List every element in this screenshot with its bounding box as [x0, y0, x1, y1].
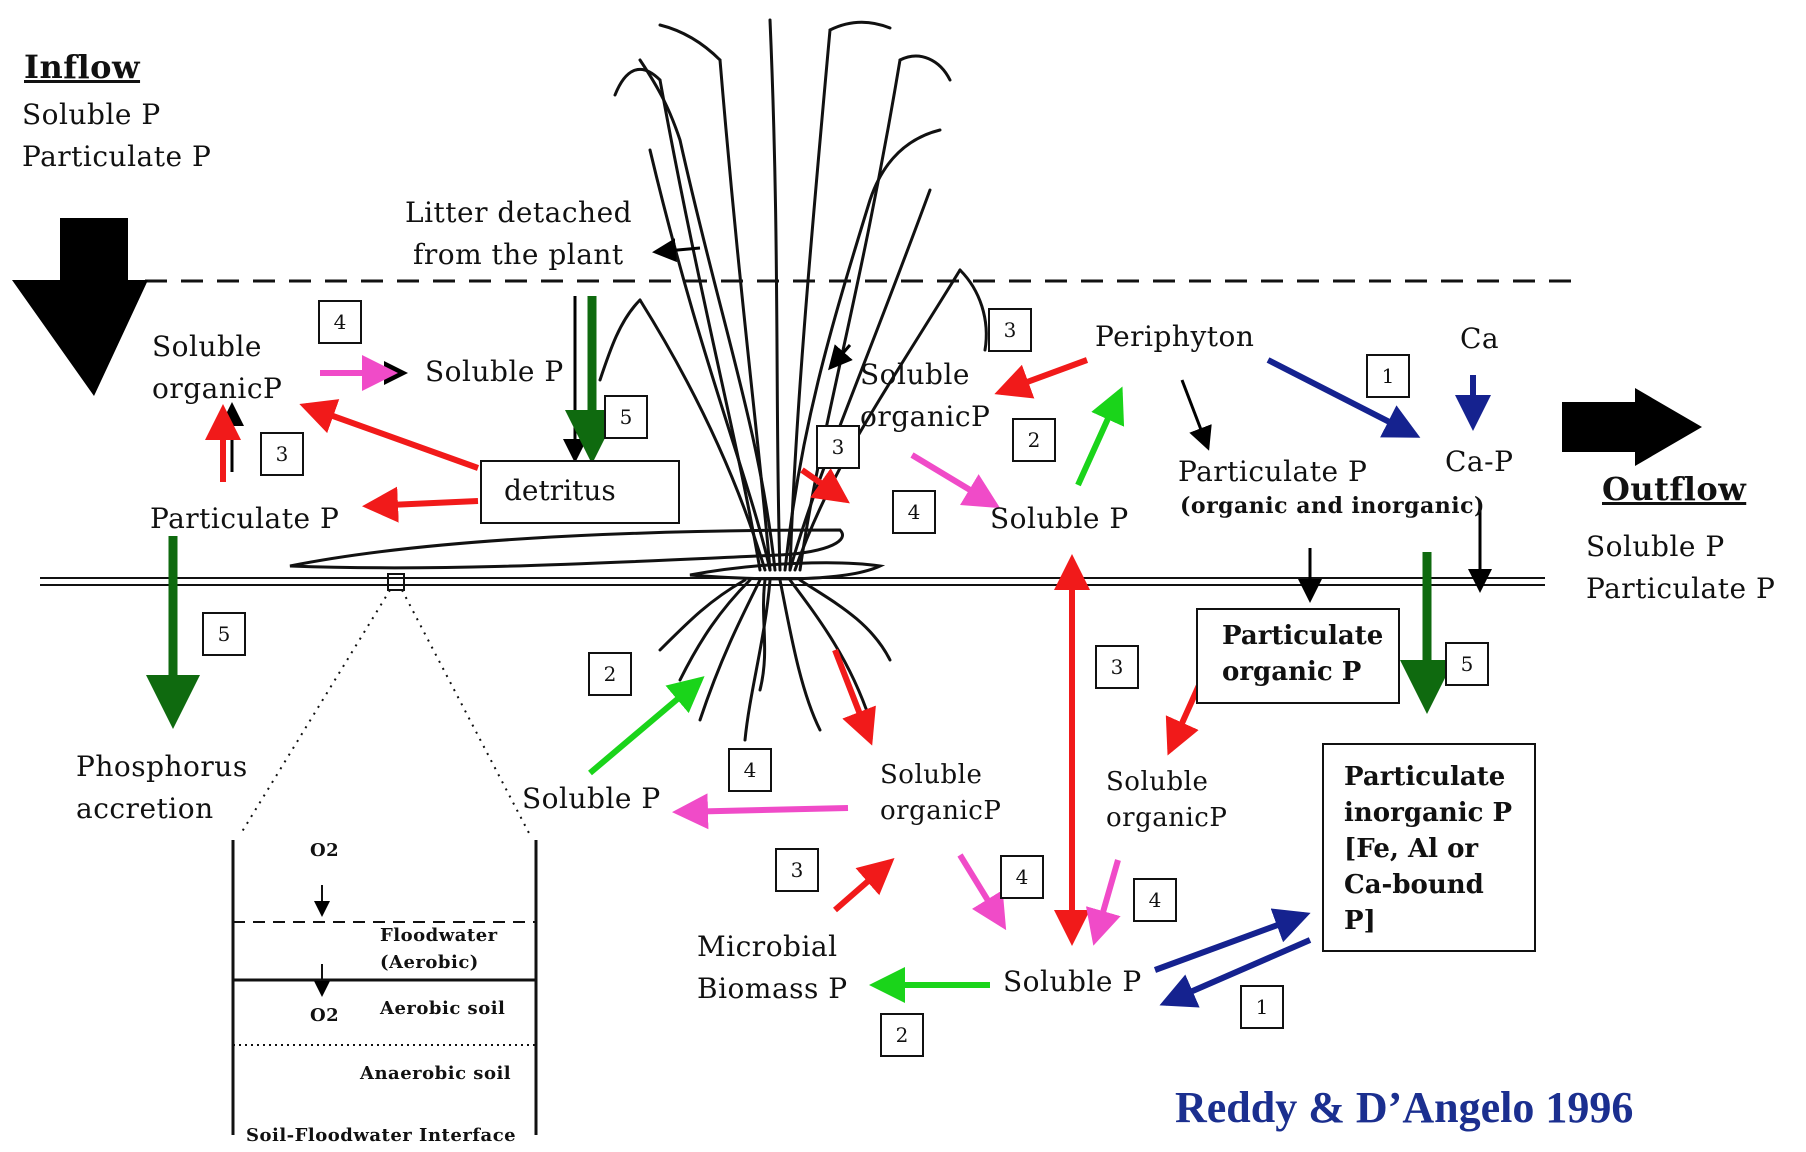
soluble-organic-p-root-2: organicP [880, 796, 1002, 826]
soil-interface-inset [231, 573, 538, 1135]
inset-anaerobic-soil: Anaerobic soil [360, 1063, 512, 1084]
process-number: 4 [892, 490, 936, 534]
process-number: 2 [588, 652, 632, 696]
blue-arrows [1153, 357, 1491, 1008]
process-number: 4 [728, 748, 772, 792]
particulate-inorganic-p-3: [Fe, Al or [1344, 834, 1479, 864]
soluble-organic-p-left-1: Soluble [152, 330, 262, 363]
outflow-soluble-p: Soluble P [1586, 530, 1725, 563]
process-number: 5 [202, 612, 246, 656]
soluble-organic-p-mid-2: organicP [860, 400, 991, 433]
particulate-p-right: Particulate P [1178, 455, 1368, 488]
process-number: 3 [260, 432, 304, 476]
inset-o2-top: O2 [310, 840, 340, 861]
microbial-biomass-1: Microbial [697, 930, 838, 963]
process-number: 3 [775, 848, 819, 892]
litter-line-1: Litter detached [405, 196, 633, 229]
ca-p-label: Ca-P [1445, 445, 1514, 478]
inset-floodwater-1: Floodwater [380, 925, 498, 946]
soluble-organic-p-left-2: organicP [152, 372, 283, 405]
soluble-organic-p-right-1: Soluble [1106, 767, 1209, 797]
soluble-organic-p-root-1: Soluble [880, 760, 983, 790]
pink-arrows [320, 355, 1121, 946]
particulate-organic-p-1: Particulate [1222, 621, 1384, 651]
process-number: 5 [604, 395, 648, 439]
outflow-arrow [1562, 388, 1702, 466]
process-number: 1 [1240, 985, 1284, 1029]
red-arrows [205, 357, 1203, 946]
soluble-p-left-soil: Soluble P [522, 782, 661, 815]
inset-caption: Soil-Floodwater Interface [246, 1125, 517, 1146]
soluble-organic-p-right-2: organicP [1106, 803, 1228, 833]
process-number: 2 [1012, 418, 1056, 462]
litter-line-2: from the plant [413, 238, 624, 271]
outflow-title: Outflow [1602, 470, 1747, 508]
process-number: 3 [1095, 645, 1139, 689]
inset-aerobic-soil: Aerobic soil [380, 998, 506, 1019]
particulate-inorganic-p-box: Particulate inorganic P [Fe, Al or Ca-bo… [1322, 743, 1536, 952]
process-number: 2 [880, 1013, 924, 1057]
soluble-p-top: Soluble P [425, 355, 564, 388]
process-number: 3 [988, 308, 1032, 352]
process-number: 4 [1000, 855, 1044, 899]
plant-illustration [289, 18, 988, 742]
particulate-inorganic-p-1: Particulate [1344, 762, 1506, 792]
process-number: 3 [816, 425, 860, 469]
particulate-inorganic-p-4: Ca-bound [1344, 870, 1484, 900]
phosphorus-accretion-2: accretion [76, 792, 214, 825]
inflow-arrow [12, 218, 148, 396]
periphyton-label: Periphyton [1095, 320, 1255, 353]
particulate-p-right-note: (organic and inorganic) [1180, 493, 1485, 519]
soluble-p-bottom: Soluble P [1003, 965, 1142, 998]
light-green-arrows [588, 386, 1125, 1003]
inflow-soluble-p: Soluble P [22, 98, 161, 131]
process-number: 1 [1366, 354, 1410, 398]
soluble-p-mid: Soluble P [990, 502, 1129, 535]
dark-green-arrows [146, 296, 1454, 729]
process-number: 4 [318, 300, 362, 344]
detritus-box: detritus [480, 460, 680, 524]
inflow-particulate-p: Particulate P [22, 140, 212, 173]
particulate-p-left: Particulate P [150, 502, 340, 535]
phosphorus-accretion-1: Phosphorus [76, 750, 248, 783]
inset-floodwater-2: (Aerobic) [380, 952, 479, 973]
inset-o2-bottom: O2 [310, 1005, 340, 1026]
soluble-organic-p-mid-1: Soluble [860, 358, 970, 391]
citation: Reddy & D’Angelo 1996 [1175, 1083, 1634, 1132]
particulate-organic-p-2: organic P [1222, 657, 1362, 687]
ca-label: Ca [1460, 322, 1500, 355]
particulate-inorganic-p-2: inorganic P [1344, 798, 1513, 828]
outflow-particulate-p: Particulate P [1586, 572, 1776, 605]
process-number: 4 [1133, 878, 1177, 922]
particulate-inorganic-p-5: P] [1344, 906, 1376, 936]
detritus-label: detritus [504, 474, 616, 507]
microbial-biomass-2: Biomass P [697, 972, 848, 1005]
particulate-organic-p-box: Particulate organic P [1196, 608, 1400, 704]
inflow-title: Inflow [24, 48, 141, 86]
process-number: 5 [1445, 642, 1489, 686]
